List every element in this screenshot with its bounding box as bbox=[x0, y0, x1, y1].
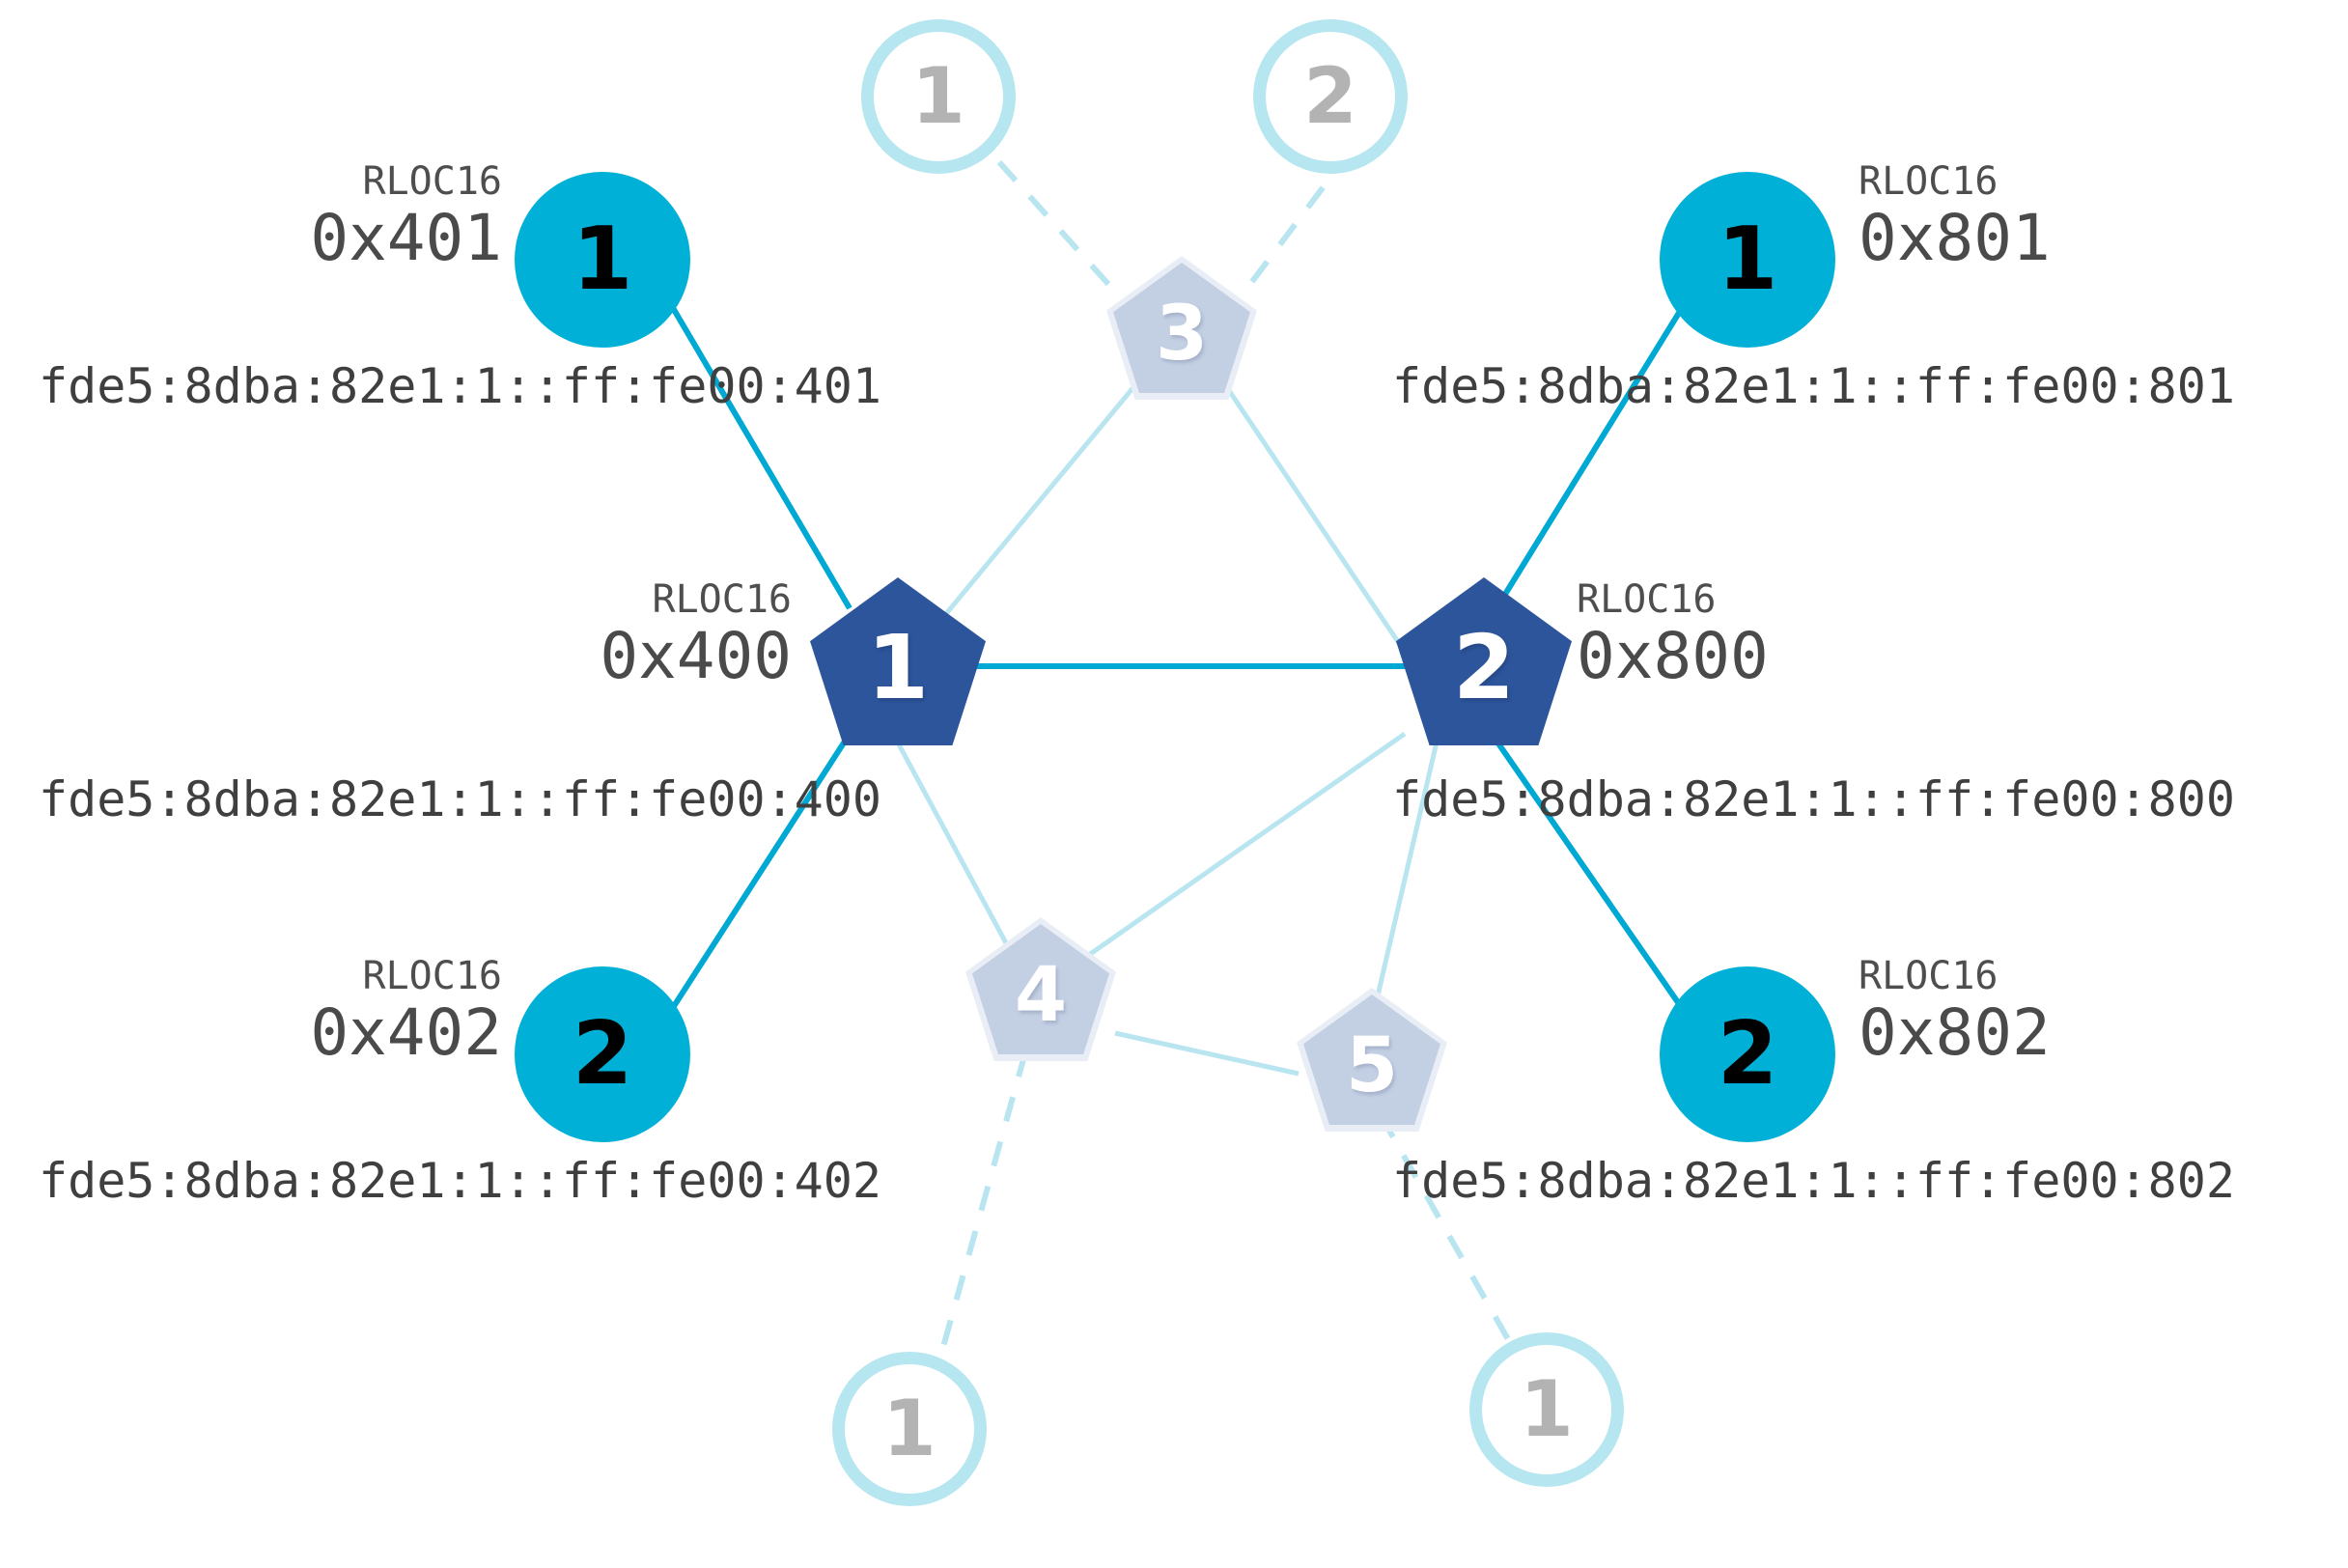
label-child-0x802: RLOC16 0x802 bbox=[1859, 955, 2264, 1069]
rloc16-value: 0x402 bbox=[310, 995, 502, 1070]
child-0x802[interactable]: 2 bbox=[1660, 966, 1835, 1142]
node-badge: 1 bbox=[866, 616, 929, 719]
link-0x800-to-router5 bbox=[1373, 733, 1441, 1005]
link-router4-to-ghost-bottom-left bbox=[934, 1051, 1028, 1372]
address-router-0x400: fde5:8dba:82e1:1::ff:fe00:400 bbox=[39, 771, 881, 827]
node-badge: 1 bbox=[1717, 209, 1778, 310]
link-0x400-to-router4 bbox=[890, 732, 1026, 977]
rloc16-caption: RLOC16 bbox=[362, 954, 503, 998]
link-child0x402-to-0x400 bbox=[654, 732, 853, 1035]
rloc16-caption: RLOC16 bbox=[1577, 577, 1717, 622]
rloc16-value: 0x801 bbox=[1859, 201, 2051, 275]
label-child-0x402: RLOC16 0x402 bbox=[193, 955, 502, 1069]
node-badge: 4 bbox=[1014, 951, 1068, 1039]
rloc16-caption: RLOC16 bbox=[1859, 954, 1999, 998]
rloc16-value: 0x400 bbox=[600, 619, 792, 693]
inactive-child-links bbox=[934, 159, 1523, 1372]
label-child-0x801: RLOC16 0x801 bbox=[1859, 160, 2264, 274]
node-badge: 1 bbox=[882, 1384, 936, 1473]
child-ghost-top-right[interactable]: 2 bbox=[1253, 19, 1408, 174]
mesh-links bbox=[890, 384, 1441, 1077]
link-router3-to-ghost-top-left bbox=[996, 159, 1142, 322]
address-child-0x801: fde5:8dba:82e1:1::ff:fe00:801 bbox=[1392, 358, 2235, 414]
rloc16-caption: RLOC16 bbox=[652, 577, 793, 622]
label-child-0x401: RLOC16 0x401 bbox=[193, 160, 502, 274]
link-0x800-to-router3 bbox=[1223, 384, 1417, 668]
link-0x800-to-router4 bbox=[1065, 731, 1407, 973]
link-child0x401-to-0x400 bbox=[654, 278, 853, 610]
address-child-0x402: fde5:8dba:82e1:1::ff:fe00:402 bbox=[39, 1153, 881, 1209]
rloc16-value: 0x800 bbox=[1577, 619, 1769, 693]
link-router5-to-ghost-bottom-right bbox=[1378, 1113, 1523, 1363]
node-badge: 1 bbox=[1520, 1364, 1574, 1454]
node-badge: 2 bbox=[1452, 616, 1515, 719]
node-badge: 1 bbox=[911, 51, 965, 141]
address-child-0x401: fde5:8dba:82e1:1::ff:fe00:401 bbox=[39, 358, 881, 414]
node-badge: 5 bbox=[1345, 1022, 1399, 1109]
link-router4-to-router5 bbox=[1114, 1030, 1300, 1077]
child-0x401[interactable]: 1 bbox=[515, 172, 690, 348]
rloc16-caption: RLOC16 bbox=[362, 159, 503, 204]
rloc16-value: 0x401 bbox=[310, 201, 502, 275]
link-child0x802-to-0x800 bbox=[1489, 732, 1702, 1035]
link-router3-to-ghost-top-right bbox=[1221, 160, 1345, 321]
active-links bbox=[654, 278, 1702, 1035]
node-badge: 2 bbox=[1303, 51, 1357, 141]
child-0x801[interactable]: 1 bbox=[1660, 172, 1835, 348]
node-badge: 3 bbox=[1155, 290, 1209, 378]
rloc16-value: 0x802 bbox=[1859, 995, 2051, 1070]
child-ghost-bottom-right[interactable]: 1 bbox=[1469, 1332, 1624, 1487]
node-badge: 2 bbox=[572, 1003, 633, 1105]
child-0x402[interactable]: 2 bbox=[515, 966, 690, 1142]
address-router-0x800: fde5:8dba:82e1:1::ff:fe00:800 bbox=[1392, 771, 2235, 827]
rloc16-caption: RLOC16 bbox=[1859, 159, 1999, 204]
label-router-0x400: RLOC16 0x400 bbox=[483, 578, 792, 692]
link-child0x801-to-0x800 bbox=[1494, 278, 1702, 610]
address-child-0x802: fde5:8dba:82e1:1::ff:fe00:802 bbox=[1392, 1153, 2235, 1209]
label-router-0x800: RLOC16 0x800 bbox=[1577, 578, 1982, 692]
node-badge: 2 bbox=[1717, 1003, 1778, 1105]
node-badge: 1 bbox=[572, 209, 633, 310]
